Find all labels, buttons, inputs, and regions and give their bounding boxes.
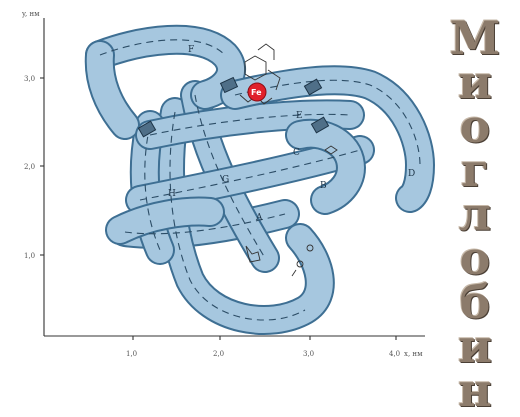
title-letter: и: [458, 60, 492, 104]
helix-f-tube: [100, 40, 231, 95]
iron-atom-label: Fe: [251, 88, 262, 97]
title-letter: и: [458, 324, 492, 368]
helix-label-f: F: [188, 45, 194, 55]
y-tick-label: 1,0: [24, 252, 35, 260]
x-ticks: [133, 336, 396, 340]
helix-label-e: E: [296, 111, 303, 121]
title-myoglobin: М и о г л о б и н: [438, 16, 512, 366]
title-letter: г: [461, 148, 489, 192]
y-axis-label: y, нм: [21, 10, 40, 18]
x-tick-label: 1,0: [126, 350, 137, 358]
title-letter: М: [450, 16, 501, 60]
y-tick-label: 3,0: [24, 75, 35, 83]
title-letter: н: [458, 368, 492, 412]
helix-label-b: B: [320, 181, 327, 191]
protein-backbone: [100, 40, 420, 320]
helix-label-a: A: [255, 213, 263, 223]
helix-label-h: H: [168, 189, 176, 199]
helix-f-arm: [100, 55, 125, 125]
x-tick-label: 3,0: [303, 350, 314, 358]
title-letter: б: [460, 280, 491, 324]
y-tick-label: 2,0: [24, 163, 35, 171]
title-letter: о: [460, 236, 491, 280]
x-axis-label: x, нм: [404, 350, 423, 358]
helix-label-c: C: [293, 148, 300, 158]
helix-label-g: G: [222, 175, 229, 185]
x-tick-label: 4,0: [389, 350, 400, 358]
x-tick-label: 2,0: [213, 350, 224, 358]
helix-label-d: D: [408, 169, 415, 179]
title-letter: о: [460, 104, 491, 148]
title-letter: л: [459, 192, 491, 236]
y-ticks: [40, 78, 44, 255]
